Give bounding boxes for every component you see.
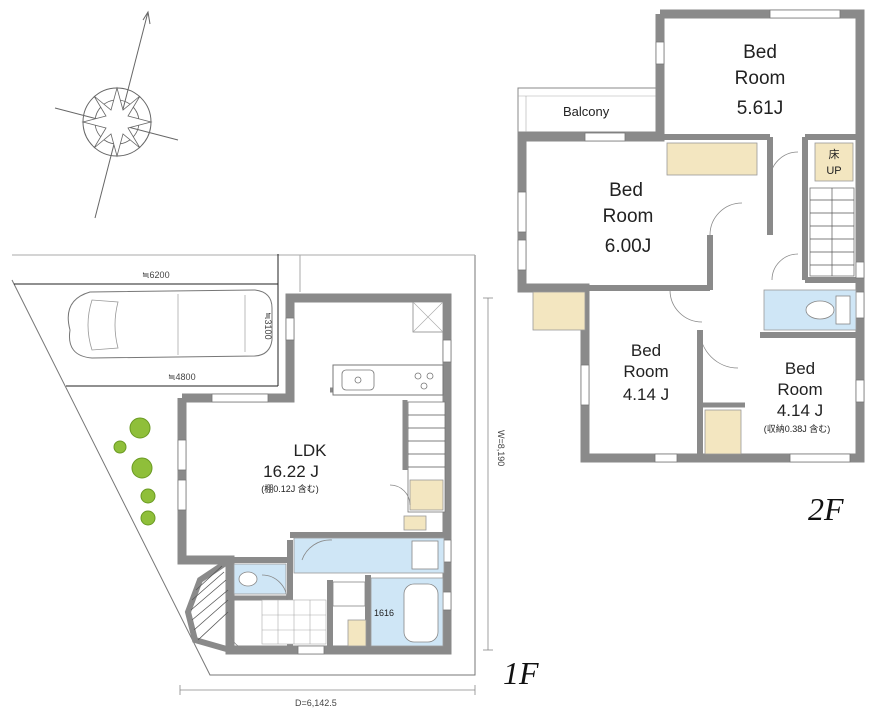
toilet-icon <box>238 571 258 587</box>
window <box>517 191 527 233</box>
bedroom-se-area: 4.14 J <box>777 401 823 420</box>
window <box>789 453 851 463</box>
bedroom-se-title: Bed <box>785 359 815 378</box>
closet <box>666 142 758 176</box>
window <box>855 379 865 403</box>
window <box>584 132 626 142</box>
depth-dimension: D=6,142.5 <box>295 698 337 708</box>
toilet-1f <box>233 563 287 595</box>
lot-boundary <box>11 254 493 695</box>
storage <box>347 619 367 647</box>
closet <box>532 291 586 331</box>
window <box>517 239 527 271</box>
window <box>442 591 452 611</box>
car-icon <box>67 289 273 359</box>
bedroom-nw-subtitle: Room <box>603 206 654 227</box>
bedroom-ne-title: Bed <box>743 42 777 63</box>
window <box>442 339 452 363</box>
window <box>177 439 187 471</box>
ldk-title: LDK <box>293 441 327 460</box>
second-floor-stairs <box>809 187 855 277</box>
floor-1-label: 1F <box>503 655 539 691</box>
doors-2f <box>669 151 799 369</box>
bedroom-sw-subtitle: Room <box>623 362 668 381</box>
window <box>177 479 187 511</box>
ldk-area: 16.22 J <box>263 462 319 481</box>
entry-stairs <box>190 565 229 641</box>
bedroom-ne-area: 5.61J <box>737 98 783 119</box>
bathtub <box>403 583 439 643</box>
bedroom-sw-area: 4.14 J <box>623 385 669 404</box>
first-floor-stairs <box>403 401 446 531</box>
window <box>855 261 865 279</box>
sink <box>332 581 366 607</box>
bedroom-nw-area: 6.00J <box>605 236 651 257</box>
balcony <box>517 87 659 133</box>
bedroom-ne-subtitle: Room <box>735 68 786 89</box>
parking-depth-label: ≒3100 <box>263 312 273 340</box>
bath-size-label: 1616 <box>374 608 394 618</box>
window <box>655 41 665 65</box>
floor-up-sublabel: UP <box>826 165 841 177</box>
ldk-note: (棚0.12J 含む) <box>261 483 319 494</box>
bedroom-se-note: (収納0.38J 含む) <box>764 423 831 434</box>
floor-up-area <box>814 142 854 182</box>
window <box>654 453 678 463</box>
parking-width-label: ≒6200 <box>142 270 170 280</box>
window <box>580 364 590 406</box>
window <box>855 291 865 319</box>
garden-plants <box>113 417 156 526</box>
window <box>297 645 325 655</box>
compass-icon <box>54 10 179 219</box>
toilet-icon <box>805 300 835 320</box>
balcony-label: Balcony <box>563 104 610 119</box>
window <box>285 317 295 341</box>
bedroom-nw-title: Bed <box>609 180 643 201</box>
parking-dimensions <box>14 254 279 387</box>
parking-inner-label: ≒4800 <box>168 372 196 382</box>
window <box>211 393 269 403</box>
closet <box>704 409 742 455</box>
doors-1f <box>229 484 411 651</box>
window <box>769 9 841 19</box>
bedroom-se-subtitle: Room <box>777 380 822 399</box>
floor-up-label: 床 <box>829 147 840 161</box>
washing-machine <box>411 540 439 570</box>
floor-2-label: 2F <box>808 491 844 527</box>
bedroom-sw-title: Bed <box>631 341 661 360</box>
width-dimension: W=8,190 <box>496 430 506 466</box>
entrance-floor <box>261 599 327 645</box>
kitchen-counter <box>332 301 444 396</box>
